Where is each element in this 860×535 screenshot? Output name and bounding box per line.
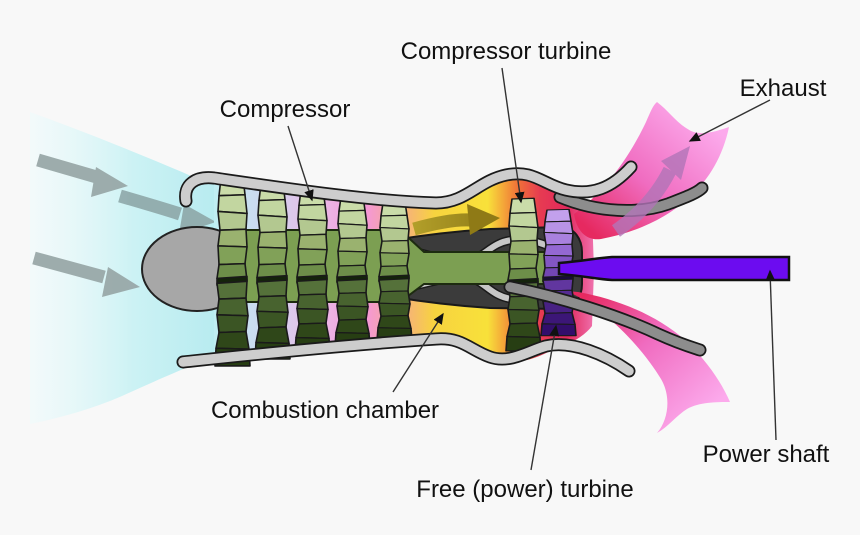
label-compressor: Compressor (220, 96, 351, 123)
compressor-stage-4 (334, 195, 371, 348)
pointer-power-shaft (765, 269, 777, 441)
engine-casing-bottom (176, 332, 636, 378)
label-power-shaft: Power shaft (703, 441, 830, 468)
compressor-stage-1 (214, 176, 251, 367)
engine-casing-top (179, 160, 638, 210)
compressor-turbine-blades (505, 197, 542, 352)
label-combustion-chamber: Combustion chamber (211, 397, 439, 424)
pointer-compressor-turbine (501, 67, 525, 204)
compressor-stage-5 (376, 201, 413, 342)
intake-air-plume (30, 112, 219, 424)
exhaust-inner-wall-upper (553, 181, 709, 217)
exhaust-plume-lower (566, 291, 730, 433)
label-free-power-turbine: Free (power) turbine (416, 476, 633, 503)
combustion-flow-arrow (412, 204, 500, 236)
pointer-lines (287, 67, 777, 471)
exhaust-flow-arrow (611, 146, 690, 237)
compressor-stage-3 (294, 188, 331, 354)
intake-air-arrow (32, 251, 140, 297)
pointer-exhaust (688, 99, 771, 142)
label-compressor-turbine: Compressor turbine (401, 38, 612, 65)
exhaust-inner-wall-lower (503, 280, 707, 357)
pointer-combustion-chamber (392, 312, 444, 393)
power-shaft (557, 255, 791, 282)
pointer-compressor (287, 125, 314, 202)
compressor-stage-2 (254, 182, 291, 360)
pointer-free-power-turbine (530, 324, 560, 471)
label-exhaust: Exhaust (740, 75, 827, 102)
intake-air-arrow (36, 153, 128, 197)
